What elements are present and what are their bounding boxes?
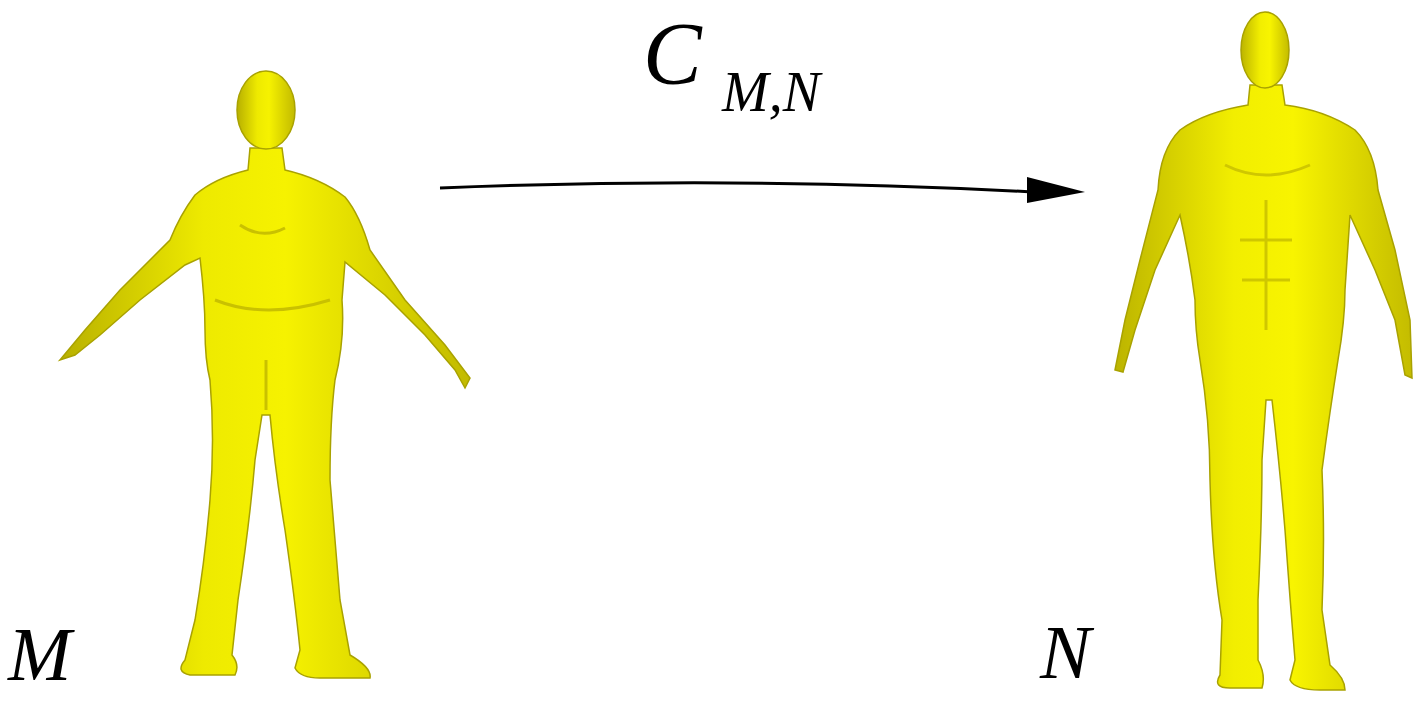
shape-name: N xyxy=(1040,614,1091,690)
shading-n xyxy=(1225,165,1310,330)
subscript-label: M,N xyxy=(722,64,820,120)
figure-node: M xyxy=(0,70,440,700)
body-m xyxy=(60,148,470,678)
map-symbol: C xyxy=(643,10,702,98)
figure-node: N xyxy=(1085,0,1413,704)
figure-m xyxy=(60,71,470,678)
arrow-head xyxy=(1027,177,1085,203)
head-m xyxy=(237,71,295,149)
arrow-line xyxy=(440,183,1033,192)
figure-n xyxy=(1115,12,1412,690)
head-n xyxy=(1241,12,1289,88)
body-n xyxy=(1115,85,1412,690)
shading-m xyxy=(215,225,330,410)
mapping-arrow xyxy=(440,177,1085,203)
shape-name: M xyxy=(8,616,71,692)
